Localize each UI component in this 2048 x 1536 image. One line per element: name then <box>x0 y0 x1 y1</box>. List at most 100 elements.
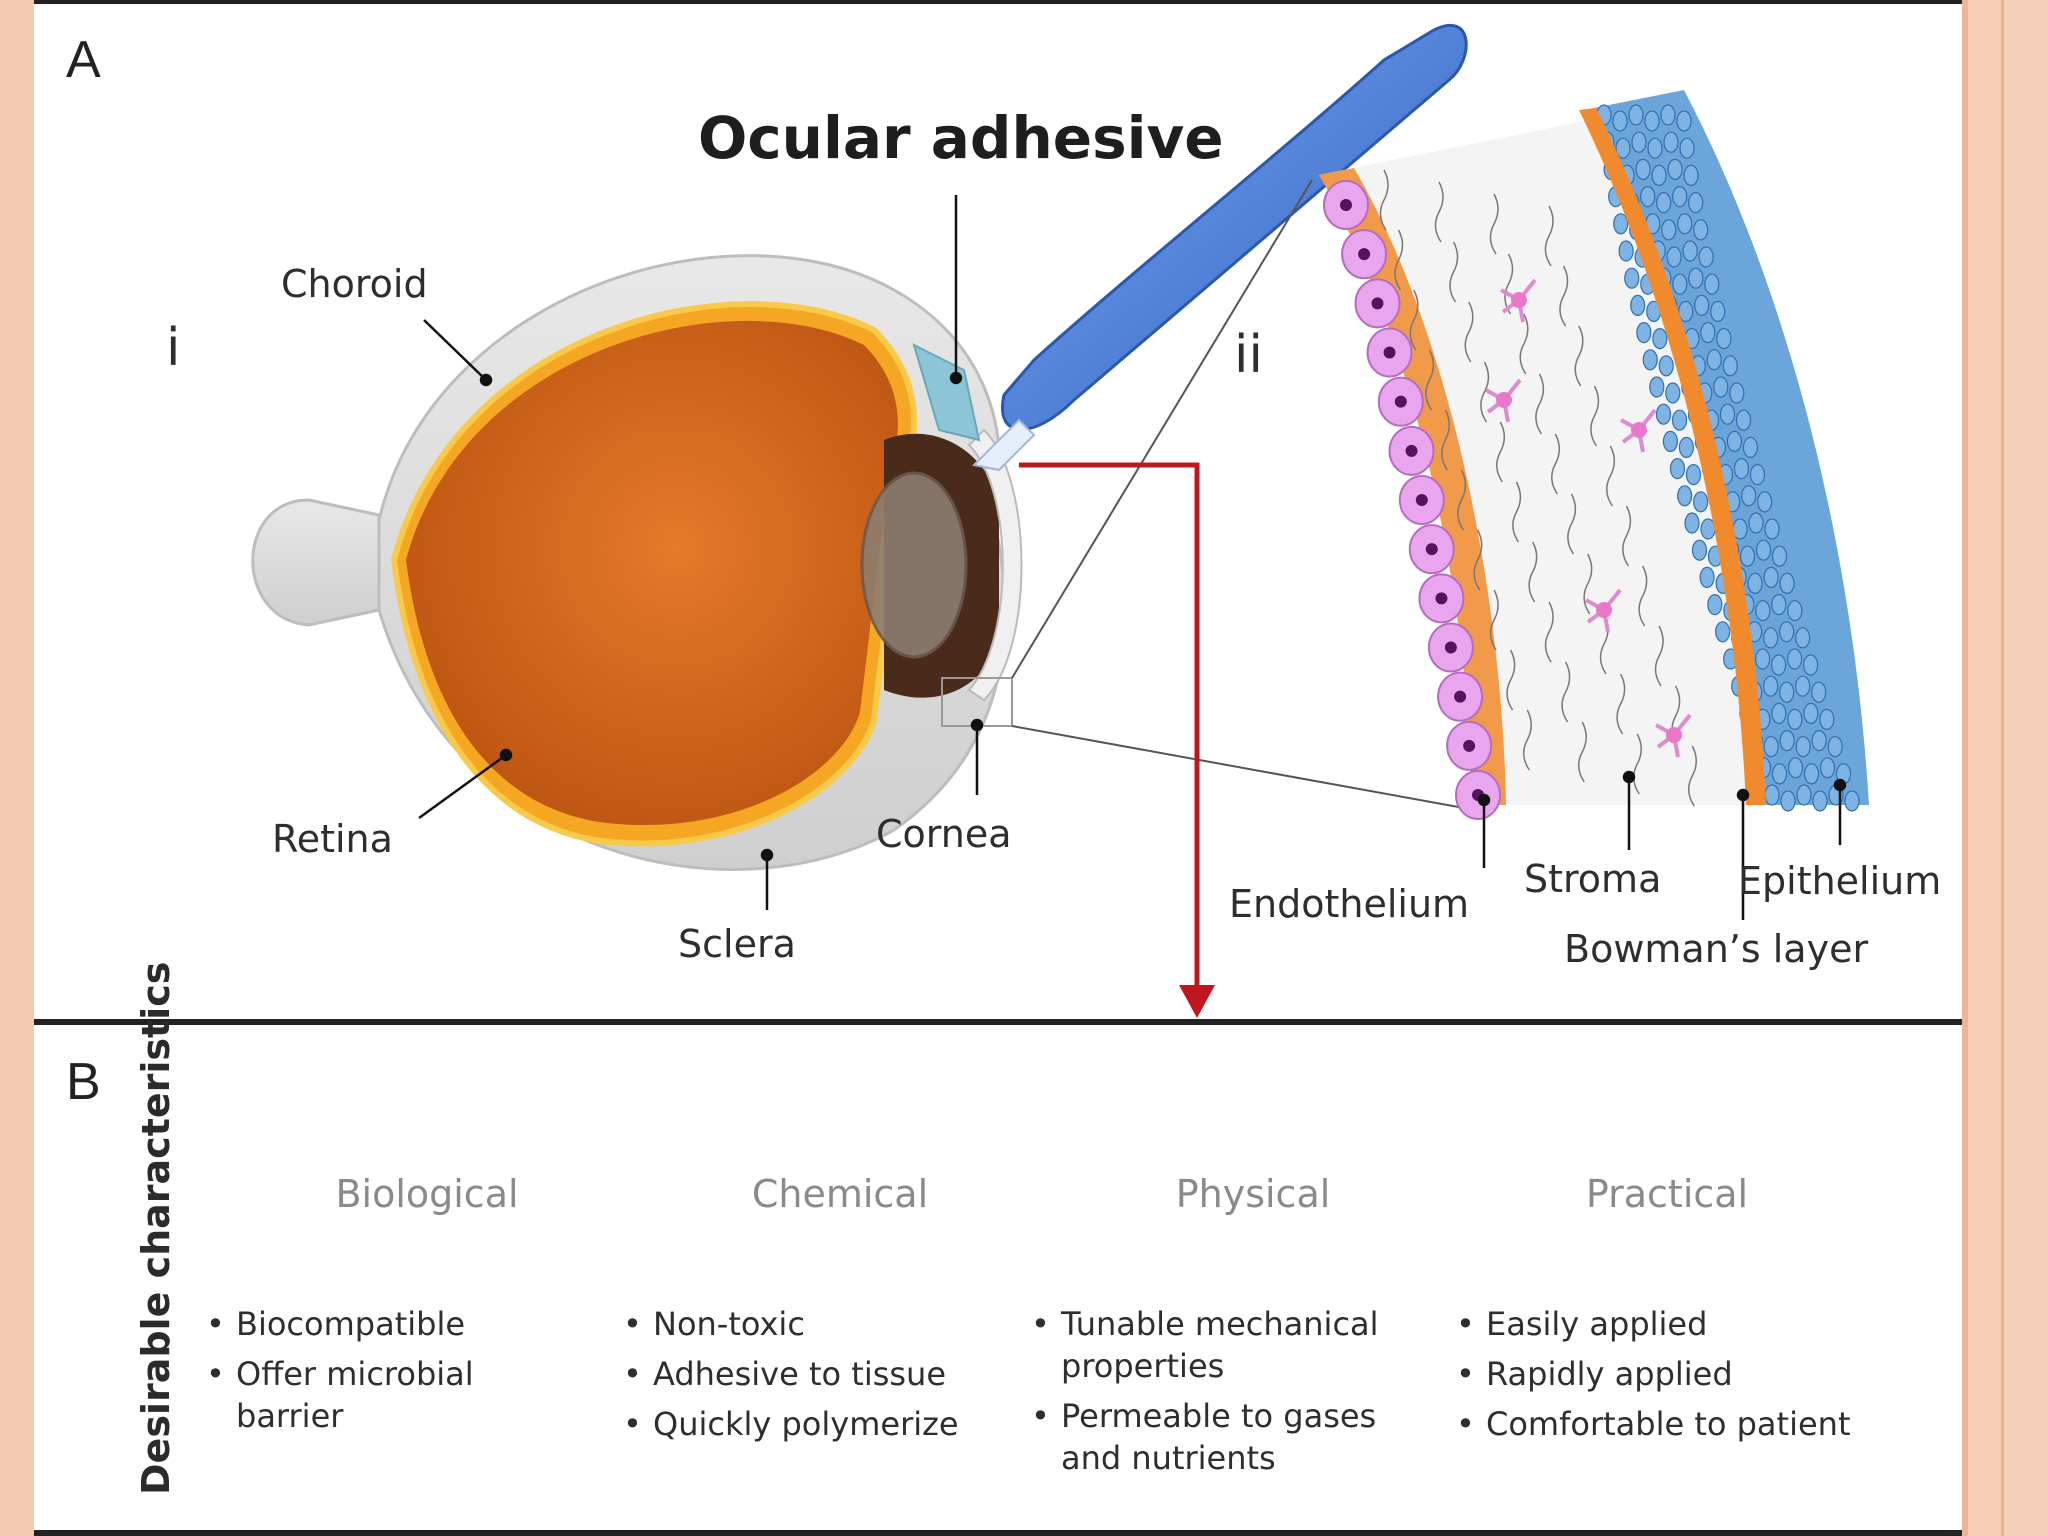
epithelial-cell <box>1677 213 1693 235</box>
epithelial-cell <box>1803 654 1819 676</box>
stroma-fiber <box>1480 361 1490 423</box>
panel-a-illustration <box>34 0 1962 1025</box>
epithelial-cell <box>1719 403 1736 425</box>
endothelial-nucleus <box>1454 690 1467 703</box>
epithelial-cell <box>1682 240 1698 262</box>
category-label-chemical: Chemical <box>751 1172 929 1216</box>
bowmans-layer-label: Bowman’s layer <box>1564 927 1869 971</box>
epithelial-cell <box>1780 790 1796 812</box>
stroma-fiber <box>1496 421 1506 483</box>
epithelial-cell <box>1795 675 1811 697</box>
epithelial-cell <box>1741 485 1757 507</box>
bullet-item: Comfortable to patient <box>1452 1403 1892 1445</box>
stroma-fiber <box>1622 505 1632 567</box>
endothelial-nucleus <box>1444 641 1457 654</box>
optic-nerve <box>251 498 381 627</box>
bullet-item: Quickly polymerize <box>619 1403 999 1445</box>
stroma-label: Stroma <box>1524 857 1662 901</box>
epithelial-cell <box>1787 648 1803 670</box>
epithelial-cell <box>1779 729 1795 752</box>
epithelial-cell <box>1763 627 1779 649</box>
epithelial-cell <box>1691 539 1708 561</box>
epithelial-cell <box>1735 409 1752 431</box>
stroma-fiber <box>1457 469 1467 531</box>
stroma-fiber <box>1464 301 1474 363</box>
epithelial-cell <box>1693 219 1709 241</box>
category-label-physical: Physical <box>1175 1172 1331 1216</box>
epithelial-cell <box>1666 246 1682 268</box>
epithelial-cell <box>1683 164 1699 186</box>
endothelium-label: Endothelium <box>1229 882 1470 926</box>
epithelial-cell <box>1660 104 1676 126</box>
bullet-item: Offer microbial barrier <box>202 1353 496 1437</box>
epithelial-cell <box>1615 137 1631 159</box>
epithelial-cell <box>1771 702 1787 725</box>
slide-border-left <box>0 0 37 1536</box>
epithelial-cell <box>1663 131 1679 153</box>
epithelial-cell <box>1656 192 1672 214</box>
stroma-fiber <box>1606 445 1616 507</box>
bullet-item: Permeable to gases and nutrients <box>1027 1395 1417 1479</box>
epithelial-cell <box>1624 267 1640 289</box>
choroid-label: Choroid <box>281 262 428 306</box>
applicator-tip <box>971 418 1036 472</box>
epithelial-cell <box>1658 355 1674 377</box>
epithelial-cell <box>1704 273 1720 295</box>
epithelial-cell <box>1771 545 1788 567</box>
stroma-fiber <box>1583 553 1593 615</box>
epithelial-cell <box>1812 790 1828 812</box>
red-arrow-path <box>1019 462 1200 985</box>
bullet-item: Tunable mechanical properties <box>1027 1303 1417 1387</box>
epithelial-cell <box>1779 572 1795 595</box>
epithelial-cell <box>1722 355 1738 377</box>
epithelial-cell <box>1803 763 1820 785</box>
epithelial-cell <box>1685 464 1702 486</box>
sub-panel-i-label: i <box>166 318 181 378</box>
epithelial-cell <box>1679 137 1695 159</box>
endothelial-nucleus <box>1383 346 1396 359</box>
epithelial-cell <box>1729 382 1745 404</box>
epithelial-cell <box>1748 512 1764 534</box>
epithelial-cell <box>1706 349 1722 371</box>
epithelial-cell <box>1713 376 1729 398</box>
epithelial-cell <box>1631 131 1647 153</box>
epithelial-cell <box>1764 518 1780 540</box>
epithelial-cell <box>1628 104 1644 126</box>
stroma-fiber <box>1559 265 1569 327</box>
stroma-fiber <box>1535 373 1545 435</box>
epithelial-cell <box>1707 593 1723 616</box>
epithelial-cell <box>1672 273 1688 295</box>
bullet-list-practical: Easily applied Rapidly applied Comfortab… <box>1452 1303 1892 1453</box>
epithelial-cell <box>1612 110 1628 132</box>
epithelial-cell <box>1710 300 1726 322</box>
stroma-fiber <box>1528 541 1538 603</box>
epithelial-cell <box>1844 790 1860 812</box>
epithelial-cell <box>1613 213 1629 235</box>
epithelial-cell <box>1636 322 1652 344</box>
epithelial-cell <box>1618 240 1634 262</box>
epithelial-cell <box>1640 186 1656 208</box>
epithelial-cell <box>1669 458 1686 480</box>
stroma-fiber <box>1489 193 1499 255</box>
keratocyte-body <box>1496 392 1512 408</box>
endothelial-nucleus <box>1394 395 1407 408</box>
epithelial-cell <box>1764 784 1780 806</box>
epithelial-cell <box>1771 654 1787 676</box>
epithelial-cell <box>1726 430 1743 452</box>
stroma-fiber <box>1544 601 1554 663</box>
stroma-fiber <box>1434 181 1444 243</box>
bullet-item: Rapidly applied <box>1452 1353 1892 1395</box>
epithelial-cell <box>1763 566 1779 589</box>
bullet-list-biological: Biocompatible Offer microbial barrier <box>202 1303 562 1445</box>
stroma-fiber <box>1504 253 1514 315</box>
epithelial-cell <box>1655 403 1672 425</box>
lens <box>860 471 968 659</box>
epithelial-cell <box>1676 110 1692 132</box>
epithelial-cell <box>1796 784 1812 806</box>
stroma-fiber <box>1590 385 1600 447</box>
epithelial-cell <box>1693 491 1709 513</box>
adhesive-gel <box>912 343 981 442</box>
leader-lines <box>418 195 1847 920</box>
epithelial-cell <box>1749 464 1766 486</box>
epithelial-cell <box>1755 599 1771 622</box>
